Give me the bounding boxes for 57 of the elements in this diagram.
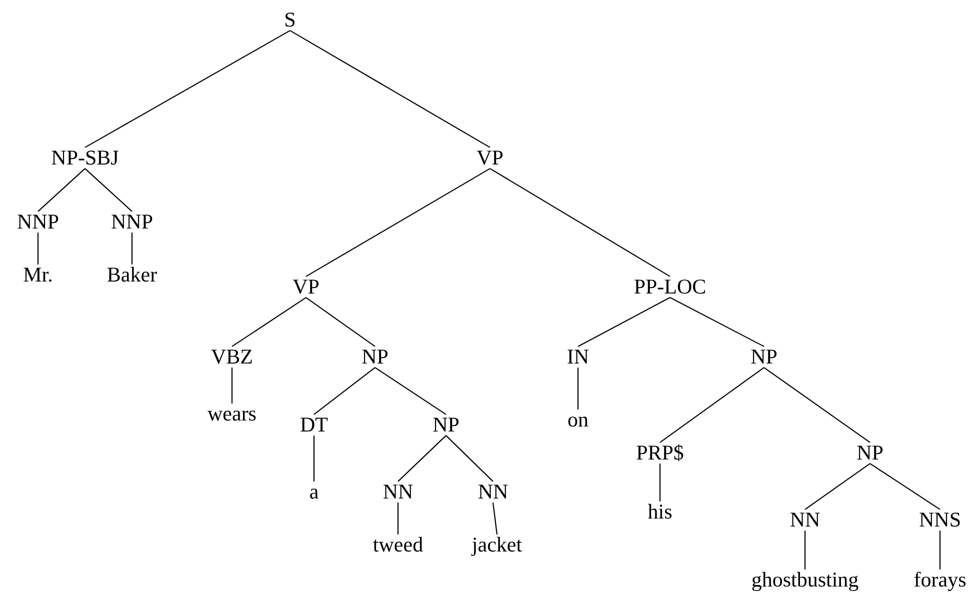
- tree-branch: [232, 297, 306, 347]
- tree-label: NP: [750, 345, 778, 369]
- tree-branch: [492, 502, 498, 535]
- tree-branch: [397, 502, 399, 534]
- tree-label: on: [568, 408, 588, 432]
- tree-branch: [804, 463, 870, 510]
- tree-label: NNP: [17, 210, 59, 234]
- tree-branch: [670, 297, 764, 347]
- tree-label: a: [309, 480, 319, 504]
- tree-branch: [306, 297, 376, 347]
- tree-branch: [131, 232, 133, 264]
- tree-branch: [659, 464, 661, 502]
- tree-label: PRP$: [636, 441, 684, 465]
- tree-label: VBZ: [211, 345, 253, 369]
- tree-branch: [84, 30, 290, 148]
- tree-branch: [37, 232, 39, 264]
- tree-label: wears: [208, 402, 256, 426]
- tree-label: NN: [478, 480, 508, 504]
- tree-label: VP: [292, 275, 320, 299]
- tree-label: jacket: [472, 533, 522, 557]
- tree-branch: [290, 30, 490, 148]
- tree-label: ghostbusting: [751, 568, 859, 592]
- tree-branch: [374, 367, 446, 415]
- tree-branch: [660, 367, 764, 443]
- tree-label: Mr.: [23, 263, 53, 287]
- tree-label: Baker: [106, 263, 158, 287]
- tree-label: NP: [362, 345, 388, 369]
- tree-branch: [490, 168, 670, 277]
- tree-branch: [870, 463, 940, 510]
- tree-branch: [38, 168, 86, 212]
- tree-branch: [306, 168, 490, 277]
- tree-label: NP: [856, 441, 884, 465]
- tree-branch: [314, 367, 376, 415]
- tree-label: tweed: [372, 533, 424, 557]
- tree-branch: [398, 435, 446, 482]
- tree-label: DT: [300, 413, 328, 437]
- tree-branch: [84, 168, 132, 212]
- tree-label: VP: [476, 146, 504, 170]
- tree-branch: [446, 435, 494, 482]
- tree-branch: [804, 530, 806, 570]
- tree-label: NN: [790, 508, 820, 532]
- tree-branch: [578, 297, 670, 347]
- tree-label: NP: [432, 413, 460, 437]
- tree-label: PP-LOC: [634, 275, 706, 299]
- tree-label: S: [284, 8, 296, 32]
- tree-label: his: [648, 500, 672, 524]
- tree-label: NP-SBJ: [51, 146, 119, 170]
- tree-branch: [764, 367, 870, 443]
- tree-branch: [313, 436, 315, 482]
- tree-label: IN: [566, 345, 590, 369]
- tree-branch: [231, 368, 233, 404]
- tree-label: NNS: [919, 508, 961, 532]
- tree-label: forays: [914, 568, 966, 592]
- tree-label: NNP: [111, 210, 153, 234]
- tree-label: NN: [382, 480, 414, 504]
- tree-branch: [939, 530, 941, 570]
- tree-branch: [577, 368, 579, 410]
